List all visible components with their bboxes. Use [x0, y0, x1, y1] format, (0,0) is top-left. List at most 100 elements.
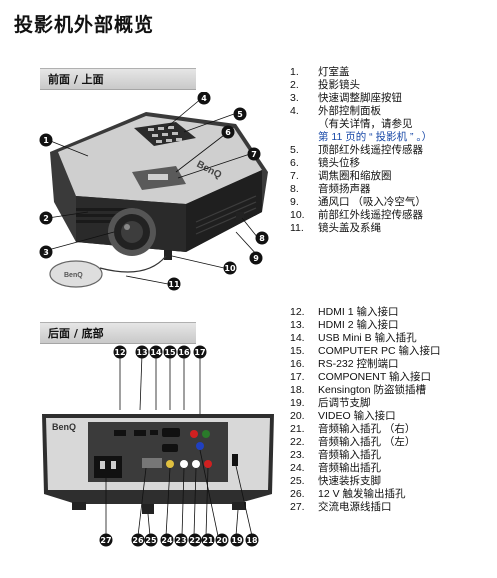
svg-text:20: 20: [216, 536, 228, 545]
svg-text:1: 1: [43, 136, 49, 145]
front-projector-figure: BenQ BenQ 1 2 3 4 5 6: [39, 92, 269, 291]
svg-text:6: 6: [225, 128, 231, 137]
legend-item-4-link[interactable]: 第 11 页的 “ 投影机 ” 。）: [318, 131, 433, 143]
svg-text:9: 9: [253, 254, 259, 263]
callout-16: 16: [177, 345, 191, 359]
rear-section-header: 后面 / 底部: [40, 322, 196, 344]
front-callouts: 1 2 3 4 5 6 7 8 9 10 11: [39, 92, 269, 291]
legend-item-4: 4.外部控制面板: [290, 105, 381, 117]
rear-callouts-bottom: 27 26 25 24 23 22 21 20 19 18: [99, 533, 259, 547]
svg-text:3: 3: [43, 248, 49, 257]
legend-item-20: 20.VIDEO 输入接口: [290, 410, 396, 422]
legend-item-26: 26.12 V 触发输出插孔: [290, 488, 406, 500]
svg-text:2: 2: [43, 214, 49, 223]
svg-text:4: 4: [201, 94, 207, 103]
callout-8: 8: [255, 231, 269, 245]
callout-2: 2: [39, 211, 53, 225]
svg-text:7: 7: [251, 150, 257, 159]
svg-text:27: 27: [100, 536, 111, 545]
callout-24: 24: [160, 533, 174, 547]
legend-item-6: 6.镜头位移: [290, 157, 360, 169]
svg-text:BenQ: BenQ: [64, 272, 83, 279]
callout-15: 15: [163, 345, 177, 359]
callout-18: 18: [245, 533, 259, 547]
svg-text:24: 24: [161, 536, 173, 545]
callout-6: 6: [221, 125, 235, 139]
callout-13: 13: [135, 345, 149, 359]
rear-legend: 12.HDMI 1 输入接口 13.HDMI 2 输入接口 14.USB Min…: [290, 306, 441, 514]
projector-top: [58, 116, 262, 204]
legend-item-19: 19.后调节支脚: [290, 397, 371, 409]
callout-14: 14: [149, 345, 163, 359]
callout-25: 25: [144, 533, 158, 547]
legend-item-7: 7.调焦圈和缩放圈: [290, 170, 392, 182]
callout-27: 27: [99, 533, 113, 547]
svg-text:18: 18: [246, 536, 258, 545]
callout-19: 19: [230, 533, 244, 547]
rear-projector-figure: BenQ 12 13 14 15 16 17: [42, 345, 274, 547]
legend-item-18: 18.Kensington 防盗锁插槽: [290, 384, 426, 396]
ac-power-socket: [94, 456, 122, 478]
callout-9: 9: [249, 251, 263, 265]
legend-item-15: 15.COMPUTER PC 输入接口: [290, 345, 441, 357]
legend-item-17: 17.COMPONENT 输入接口: [290, 371, 431, 383]
svg-text:11: 11: [168, 280, 180, 289]
callout-12: 12: [113, 345, 127, 359]
legend-item-27: 27.交流电源线插口: [290, 501, 392, 513]
svg-text:16: 16: [178, 348, 190, 357]
svg-text:21: 21: [202, 536, 214, 545]
legend-item-16: 16.RS-232 控制端口: [290, 358, 399, 370]
callout-17: 17: [193, 345, 207, 359]
svg-text:17: 17: [194, 348, 205, 357]
legend-item-12: 12.HDMI 1 输入接口: [290, 306, 399, 318]
legend-item-2: 2.投影镜头: [290, 79, 360, 91]
svg-text:14: 14: [150, 348, 162, 357]
callout-4: 4: [197, 92, 211, 105]
legend-item-3: 3.快速调整脚座按钮: [290, 92, 402, 104]
page-title: 投影机外部概览: [14, 14, 155, 36]
legend-item-14: 14.USB Mini B 输入插孔: [290, 332, 417, 344]
svg-text:25: 25: [145, 536, 157, 545]
callout-26: 26: [131, 533, 145, 547]
svg-text:12: 12: [114, 348, 125, 357]
legend-item-23: 23.音频输入插孔: [290, 449, 381, 461]
legend-item-11: 11.镜头盖及系绳: [290, 222, 381, 234]
svg-text:22: 22: [189, 536, 200, 545]
callout-22: 22: [188, 533, 202, 547]
front-legend: 1.灯室盖 2.投影镜头 3.快速调整脚座按钮 4.外部控制面板 （有关详情，请…: [290, 66, 432, 235]
lens-cap: [49, 260, 103, 288]
rear-callouts-top: 12 13 14 15 16 17: [113, 345, 207, 359]
legend-item-24: 24.音频输出插孔: [290, 462, 381, 474]
legend-item-10: 10.前部红外线遥控传感器: [290, 209, 423, 221]
svg-text:15: 15: [164, 348, 176, 357]
svg-text:10: 10: [224, 264, 236, 273]
rear-brand-logo: BenQ: [52, 422, 76, 432]
legend-item-13: 13.HDMI 2 输入接口: [290, 319, 399, 331]
svg-text:23: 23: [175, 536, 186, 545]
callout-20: 20: [215, 533, 229, 547]
callout-10: 10: [223, 261, 237, 275]
legend-item-8: 8.音频扬声器: [290, 183, 371, 195]
svg-text:5: 5: [237, 110, 243, 119]
callout-11: 11: [167, 277, 181, 291]
callout-1: 1: [39, 133, 53, 147]
svg-text:13: 13: [136, 348, 147, 357]
front-vent: [76, 208, 136, 223]
callout-3: 3: [39, 245, 53, 259]
callout-5: 5: [233, 107, 247, 121]
legend-item-22: 22.音频输入插孔 （左）: [290, 436, 416, 448]
callout-23: 23: [174, 533, 188, 547]
kensington-slot: [232, 454, 238, 466]
legend-item-25: 25.快速装拆支脚: [290, 475, 381, 487]
svg-text:26: 26: [132, 536, 144, 545]
svg-text:8: 8: [259, 234, 265, 243]
legend-item-21: 21.音频输入插孔 （右）: [290, 423, 416, 435]
callout-7: 7: [247, 147, 261, 161]
front-section-header: 前面 / 上面: [40, 68, 196, 90]
callout-21: 21: [201, 533, 215, 547]
svg-text:19: 19: [231, 536, 243, 545]
lens-cap-tether: [99, 255, 167, 273]
legend-item-1: 1.灯室盖: [290, 66, 350, 78]
legend-item-5: 5.顶部红外线遥控传感器: [290, 144, 423, 156]
legend-item-4-note: （有关详情，请参见: [318, 118, 413, 130]
